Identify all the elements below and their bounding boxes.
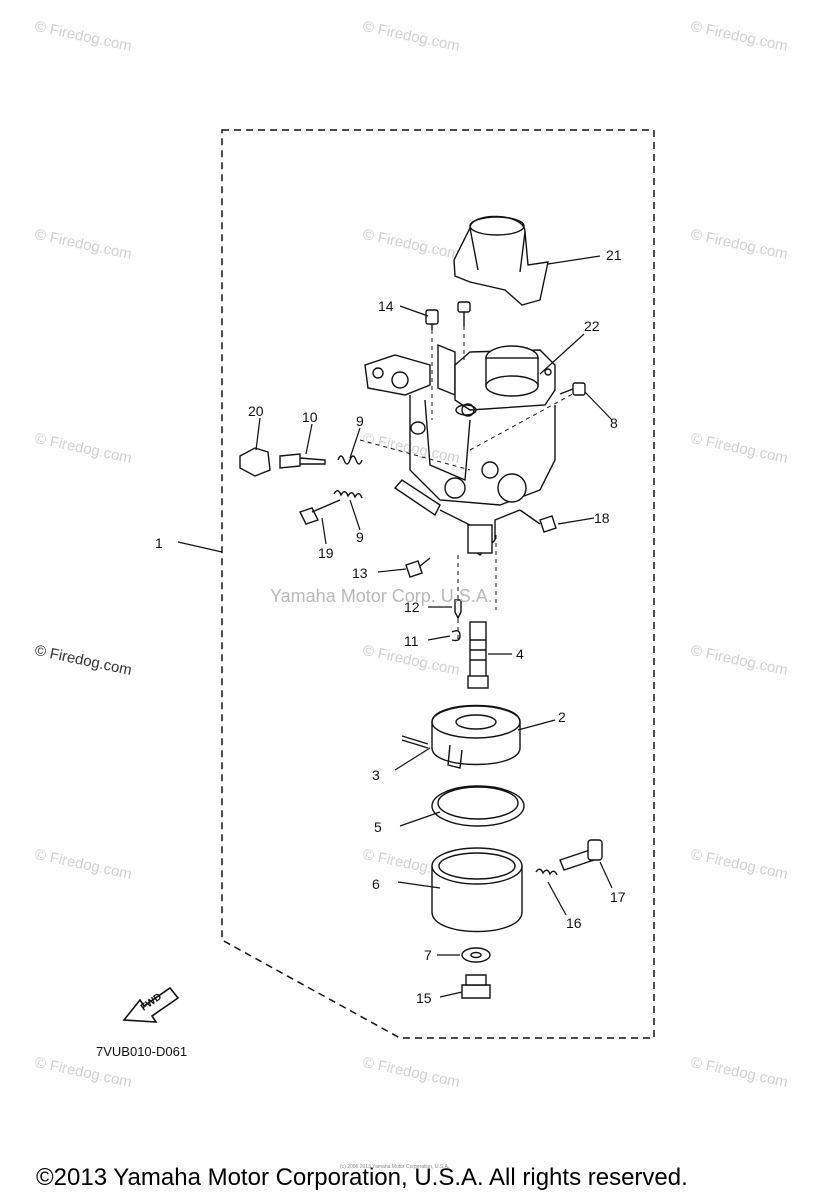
callout-16: 16: [566, 915, 582, 931]
callout-3: 3: [372, 767, 380, 783]
part-8-screw: [559, 382, 586, 396]
corp-watermark: Yamaha Motor Corp. U.S.A.: [270, 586, 493, 606]
part-21-cover: [453, 215, 549, 306]
callout-12: 12: [404, 599, 420, 615]
callout-7: 7: [424, 947, 432, 963]
callout-4: 4: [516, 646, 524, 662]
part-4-jet: [467, 621, 489, 689]
callout-1: 1: [155, 535, 163, 551]
part-17-screw: [559, 839, 603, 871]
part-10-pilot-screw: [279, 453, 326, 469]
part-16-spring: [535, 868, 558, 876]
part-13-screw: [405, 557, 431, 578]
callout-8: 8: [610, 415, 618, 431]
callout-9-lower: 9: [356, 529, 364, 545]
carburetor-body: [364, 343, 556, 556]
assembly-boundary: [221, 129, 655, 1039]
callout-11: 11: [404, 633, 419, 649]
diagram-code: 7VUB010-D061: [96, 1044, 188, 1059]
callout-22: 22: [584, 318, 600, 334]
part-20-cap: [239, 447, 271, 477]
callout-18: 18: [594, 510, 610, 526]
callout-15: 15: [416, 990, 432, 1006]
part-22-gasket: [455, 404, 477, 416]
part-9-spring-lower: [333, 490, 363, 499]
callout-17: 17: [610, 889, 626, 905]
part-5-gasket: [431, 785, 525, 827]
part-14-screw: [425, 301, 471, 330]
part-15-drain-plug: [461, 974, 491, 999]
callout-10: 10: [302, 409, 318, 425]
callout-13: 13: [352, 565, 368, 581]
part-11-clip: [451, 629, 461, 642]
callout-19: 19: [318, 545, 334, 561]
part-19-screw: [299, 499, 341, 525]
part-6-float-bowl: [431, 847, 523, 933]
callout-6: 6: [372, 876, 380, 892]
copyright-footer: ©2013 Yamaha Motor Corporation, U.S.A. A…: [36, 1164, 688, 1191]
callout-2: 2: [558, 709, 566, 725]
part-18-screw: [519, 509, 557, 533]
part-12-needle: [454, 599, 462, 620]
part-9-spring-upper: [337, 455, 363, 465]
callout-20: 20: [248, 403, 264, 419]
callout-5: 5: [374, 819, 382, 835]
callout-21: 21: [606, 247, 622, 263]
callout-9-upper: 9: [356, 413, 364, 429]
callout-14: 14: [378, 298, 394, 314]
part-2-float: [431, 704, 521, 769]
part-7-washer: [461, 947, 491, 963]
fwd-arrow: [122, 986, 180, 1023]
tiny-copyright: (c) 2006 2013 Yamaha Motor Corporation, …: [340, 1164, 450, 1170]
part-3-pin: [401, 735, 429, 749]
